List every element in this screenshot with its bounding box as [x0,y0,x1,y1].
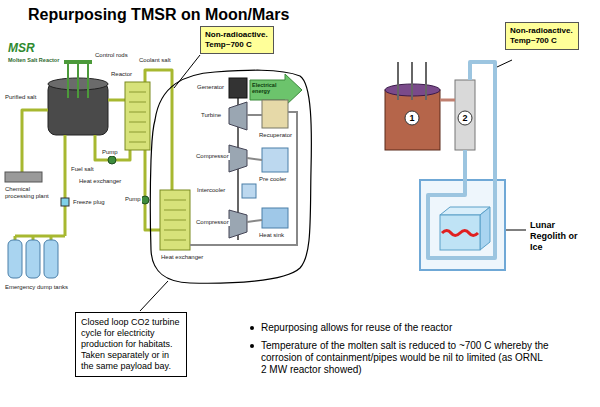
callout-circle [405,111,419,125]
part-label: Fuel salt [70,166,95,173]
salt-pipe [440,99,455,102]
exchanger-plates [129,92,146,142]
temperature-callout: Non-radioactive. Temp~700 C [200,26,274,54]
heat-exchanger [455,80,475,150]
exchanger-plates [164,200,186,240]
co2-pipes [190,112,297,245]
compressor [229,210,247,238]
side-label: Lunar Regolith or Ice [530,220,592,253]
heat-sink [262,208,288,228]
part-label: Chemical processing plant [4,186,54,199]
part-label: Emergency dump tanks [4,284,69,291]
chemical-plant [5,172,42,182]
part-label: Freeze plug [72,199,106,206]
part-label: Pre cooler [258,176,287,183]
part-label: Control rods [94,52,129,59]
recuperator [262,100,288,128]
dump-tank [8,240,22,278]
diagram-title: Repurposing TMSR on Moon/Mars [28,6,289,24]
part-label: Heat sink [258,232,285,239]
part-label: Pump [101,149,119,156]
dump-tank [44,240,58,278]
compressor [229,145,247,172]
part-label: Generator [196,84,225,91]
bullet-dot [250,326,254,330]
part-label: Recuperator [258,132,293,139]
generator [229,78,247,98]
leader-line [140,281,168,311]
control-rods [398,62,426,100]
part-label: Turbine [200,112,222,119]
bullet-dot [250,344,254,348]
callout-text: Closed loop CO2 turbine cycle for electr… [81,317,181,372]
part-label: Heat exchanger [78,178,122,185]
part-label: Compressor [195,153,230,160]
part-label: Heat exchanger [160,254,204,261]
bullet-text: Repurposing allows for reuse of the reac… [261,322,452,334]
pre-cooler [262,148,288,172]
part-label: Compressor [195,219,230,226]
control-rods [68,62,88,98]
cycle-callout: Closed loop CO2 turbine cycle for electr… [75,312,187,377]
coolant-loop [428,62,495,258]
pump-symbol [108,156,116,164]
salt-pipes [15,70,172,240]
freeze-plug [61,198,69,206]
callout-circle [458,111,472,125]
arrow-label: Electrical energy [252,82,284,95]
regolith-cube-side [480,207,490,250]
logo-text: MSR [8,42,35,55]
dump-tank [26,240,40,278]
part-label: Pump [124,196,142,203]
bullet-item: Repurposing allows for reuse of the reac… [250,322,550,334]
part-label: Coolant salt [138,57,172,64]
part-label: Purified salt [4,94,37,101]
temperature-callout: Non-radioactive. Temp~700 C [505,22,579,50]
callout-number: 2 [458,112,472,124]
turbine [229,102,247,130]
callout-number: 1 [405,112,419,124]
callout-text: Non-radioactive. Temp~700 C [510,26,574,46]
secondary-heat-exchanger [160,190,190,250]
callout-text: Non-radioactive. Temp~700 C [205,30,269,50]
leader-line [506,230,526,231]
regolith-cube [440,215,480,250]
bullet-text: Temperature of the molten salt is reduce… [261,340,550,376]
part-label: Intercooler [196,187,226,194]
leader-line [497,60,512,67]
cycle-outline [150,70,311,283]
primary-heat-exchanger [125,82,150,150]
part-label: Reactor [110,71,133,78]
intercooler [242,184,256,198]
pump-symbol [141,196,149,204]
logo-subtitle: Molten Salt Reactor [8,57,64,63]
heat-band [442,231,478,236]
bullet-item: Temperature of the molten salt is reduce… [250,340,550,376]
